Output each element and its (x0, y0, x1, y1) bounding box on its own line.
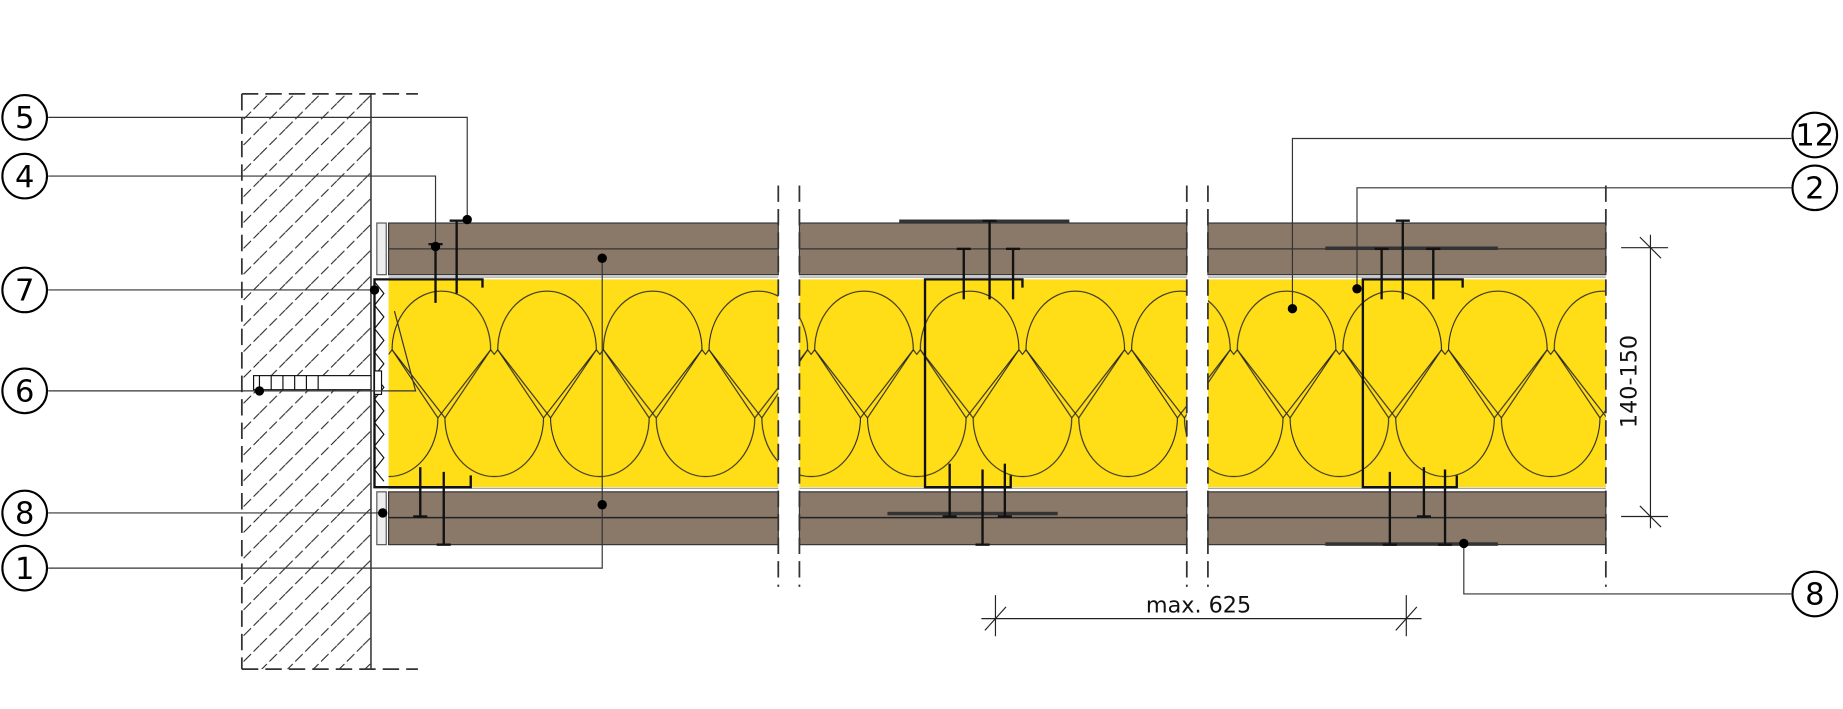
screw-icon (1437, 469, 1453, 546)
leader-dots (254, 214, 1469, 549)
screw-icon (1382, 471, 1397, 546)
screw-icon (956, 247, 971, 300)
frame-anchor (252, 370, 383, 395)
screw-icon (942, 463, 957, 518)
callout-1: 1 (1, 544, 49, 592)
callout-6: 6 (1, 367, 49, 415)
screw-icon (436, 471, 451, 546)
callout-number: 7 (15, 274, 34, 309)
screw-icon (1395, 219, 1410, 300)
thickness-dimension-text: 140-150 (1616, 335, 1642, 428)
panel-segment (798, 222, 1188, 546)
panel-segment (387, 222, 779, 546)
stud-profile-right (1361, 278, 1464, 489)
screw-icon (1374, 247, 1389, 300)
callout-number: 12 (1795, 119, 1834, 154)
stud-profile-middle (923, 278, 1024, 489)
callout-number: 8 (1805, 578, 1824, 613)
callout-8a: 8 (1, 489, 49, 537)
callout-5: 5 (1, 94, 49, 141)
spacing-dimension-text: max. 625 (1146, 593, 1251, 619)
callout-12: 12 (1791, 111, 1839, 159)
callouts: 5 4 7 6 8 1 12 2 8 (1, 94, 1839, 618)
screw-icon (997, 463, 1012, 518)
edge-strip (376, 222, 387, 276)
callout-number: 4 (15, 160, 34, 195)
screw-icon (982, 219, 997, 300)
callout-number: 2 (1805, 171, 1824, 206)
callout-number: 5 (15, 101, 34, 136)
callout-number: 1 (15, 552, 34, 587)
screws (413, 219, 1453, 546)
wall-panels (376, 185, 1607, 587)
screw-icon (413, 467, 428, 518)
edge-strip (376, 491, 387, 546)
panel-segment (1207, 222, 1607, 546)
callout-7: 7 (1, 266, 49, 314)
callout-number: 6 (15, 375, 34, 410)
screw-icon (1416, 467, 1431, 518)
screw-icon (975, 469, 990, 546)
screw-icon (1006, 247, 1021, 300)
screw-icon (1426, 247, 1441, 300)
leader-lines (48, 116, 1792, 595)
callout-4: 4 (1, 152, 49, 200)
callout-number: 8 (15, 497, 34, 532)
callout-2: 2 (1791, 164, 1839, 212)
callout-8b: 8 (1791, 570, 1839, 618)
dimension-spacing: max. 625 (981, 593, 1422, 637)
screw-icon (449, 219, 464, 294)
dimension-thickness: 140-150 (1616, 234, 1669, 529)
